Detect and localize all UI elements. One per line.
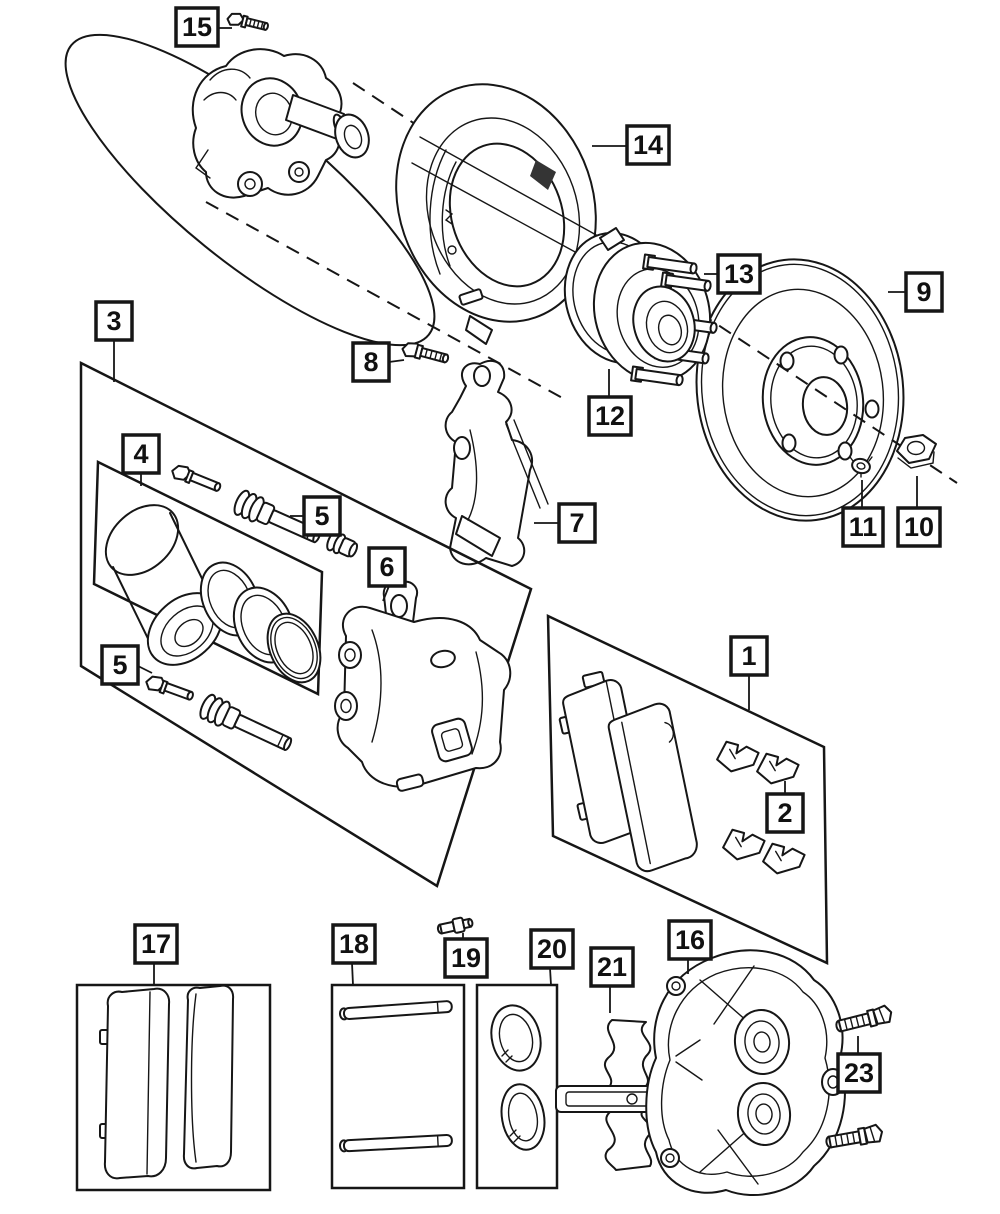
callout-number: 8 — [363, 347, 378, 377]
callout-8[interactable]: 8 — [351, 341, 391, 383]
callout-1[interactable]: 1 — [729, 635, 769, 677]
callout-number: 20 — [537, 934, 567, 964]
pad-spring-clip — [555, 1019, 709, 1171]
guide-pin-lower — [199, 693, 293, 752]
kit-box-3 — [79, 360, 533, 888]
callout-number: 17 — [141, 929, 171, 959]
callout-17[interactable]: 17 — [133, 923, 179, 965]
callout-number: 3 — [106, 306, 121, 336]
leader-lines — [113, 27, 918, 1054]
callout-number: 10 — [904, 512, 934, 542]
pin-bushing — [326, 530, 359, 558]
callout-number: 21 — [597, 952, 627, 982]
hub-bearing — [563, 227, 718, 387]
caliper-bolt — [825, 1123, 884, 1149]
callout-2[interactable]: 2 — [765, 792, 805, 834]
callout-number: 9 — [916, 277, 931, 307]
callout-19[interactable]: 19 — [443, 937, 489, 979]
seal-box — [475, 983, 559, 1190]
callout-number: 15 — [182, 12, 212, 42]
callout-18[interactable]: 18 — [331, 923, 377, 965]
callout-10[interactable]: 10 — [896, 506, 942, 548]
callout-5-upper[interactable]: 5 — [302, 495, 342, 537]
rear-caliper — [334, 580, 512, 792]
callout-number: 5 — [314, 501, 329, 531]
callout-number: 1 — [741, 641, 756, 671]
callout-number: 11 — [849, 512, 878, 542]
retainer-washer — [334, 113, 370, 159]
push-nut — [849, 456, 873, 478]
knuckle-bolt — [226, 12, 269, 31]
boot-seal — [500, 1083, 546, 1151]
callout-16[interactable]: 16 — [667, 919, 713, 961]
callout-3[interactable]: 3 — [94, 300, 134, 342]
caliper-bolt — [835, 1004, 893, 1033]
callout-number: 19 — [451, 943, 481, 973]
callout-7[interactable]: 7 — [557, 502, 597, 544]
pad-clip — [762, 842, 806, 875]
callout-number: 13 — [724, 259, 754, 289]
guide-pin-bolt-lower — [145, 675, 194, 701]
boot-seal — [490, 1004, 542, 1072]
pad-clip — [722, 828, 766, 861]
wheel-stud — [642, 253, 698, 275]
front-pad-box — [75, 983, 272, 1192]
callout-9[interactable]: 9 — [904, 271, 944, 313]
callout-number: 6 — [379, 552, 394, 582]
pad-clip — [716, 740, 760, 773]
piston-seals — [199, 561, 322, 684]
callout-number: 23 — [844, 1058, 874, 1088]
lug-nut — [896, 434, 937, 469]
callout-6[interactable]: 6 — [367, 546, 407, 588]
callout-14[interactable]: 14 — [625, 124, 671, 166]
guide-pin-bolt-upper — [171, 464, 222, 492]
wheel-stud — [660, 271, 712, 292]
bleeder-screw — [436, 916, 474, 935]
callout-number: 4 — [133, 439, 148, 469]
callout-13[interactable]: 13 — [716, 253, 762, 295]
brake-rotor — [695, 258, 905, 522]
callout-number: 18 — [339, 929, 369, 959]
wheel-stud — [630, 365, 684, 387]
pad-clip — [756, 752, 800, 785]
callout-23[interactable]: 23 — [836, 1052, 882, 1094]
rear-pad-outer — [607, 702, 698, 873]
kit-box-4 — [92, 460, 324, 696]
callout-number: 5 — [112, 650, 127, 680]
callout-number: 12 — [595, 401, 625, 431]
front-guide-pin — [338, 1000, 453, 1021]
callout-number: 16 — [675, 925, 705, 955]
callout-12[interactable]: 12 — [587, 395, 633, 437]
front-pad-right — [182, 984, 235, 1170]
callout-number: 2 — [777, 798, 792, 828]
caliper-adapter — [444, 359, 549, 567]
front-caliper — [645, 949, 846, 1197]
callout-5-lower[interactable]: 5 — [100, 644, 140, 686]
callout-number: 7 — [569, 508, 584, 538]
guide-pin-box — [330, 983, 466, 1190]
callout-20[interactable]: 20 — [529, 928, 575, 970]
adapter-bolt — [401, 342, 450, 364]
knuckle-assembly — [191, 48, 348, 199]
pad-kit-box-1 — [546, 614, 829, 965]
front-pad-left — [99, 987, 171, 1180]
callout-15[interactable]: 15 — [174, 6, 220, 48]
callout-11[interactable]: 11 — [841, 506, 885, 548]
callout-number: 14 — [633, 130, 663, 160]
callout-4[interactable]: 4 — [121, 433, 161, 475]
callout-21[interactable]: 21 — [589, 946, 635, 988]
front-guide-pin — [338, 1134, 453, 1153]
